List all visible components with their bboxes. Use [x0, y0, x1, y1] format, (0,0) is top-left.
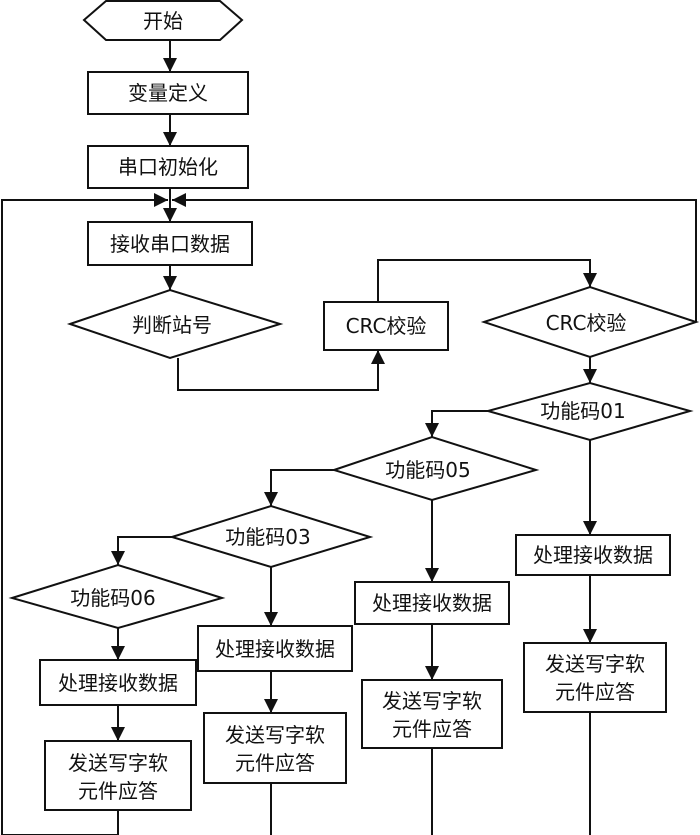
reply-label-05-line2: 元件应答: [392, 717, 472, 741]
reply-box-06: 发送写字软 元件应答: [44, 740, 192, 811]
crc-check-decision-label: CRC校验: [546, 311, 627, 335]
process-data-label-03: 处理接收数据: [215, 637, 335, 661]
crc-check-decision: CRC校验: [480, 285, 700, 359]
process-data-label-01: 处理接收数据: [533, 543, 653, 567]
reply-label-03-line2: 元件应答: [235, 751, 315, 775]
variable-definition-box: 变量定义: [87, 71, 249, 115]
arrow-crc-box-to-crc-dec: [377, 259, 597, 302]
reply-box-01: 发送写字软 元件应答: [523, 642, 667, 713]
check-station-decision: 判断站号: [66, 288, 284, 360]
serial-init-label: 串口初始化: [118, 155, 218, 179]
process-data-box-01: 处理接收数据: [515, 534, 671, 576]
reply-label-06-line2: 元件应答: [78, 779, 158, 803]
start-node: 开始: [82, 0, 244, 41]
function-code-03-decision: 功能码03: [168, 504, 374, 569]
loop-frame: [1, 199, 158, 835]
variable-definition-label: 变量定义: [128, 81, 208, 105]
start-label: 开始: [143, 9, 183, 33]
reply-label-06-line1: 发送写字软: [68, 751, 168, 775]
reply-box-05: 发送写字软 元件应答: [361, 679, 503, 749]
receive-serial-data-box: 接收串口数据: [87, 221, 253, 266]
function-code-06-decision: 功能码06: [8, 563, 226, 630]
crc-check-box-label: CRC校验: [346, 314, 427, 338]
function-code-03-label: 功能码03: [225, 525, 310, 549]
arrow-func03-to-func06: [111, 536, 172, 565]
arrow-func01-to-func05: [425, 410, 488, 437]
process-data-label-06: 处理接收数据: [58, 671, 178, 695]
serial-init-box: 串口初始化: [87, 145, 249, 189]
receive-serial-data-label: 接收串口数据: [110, 232, 230, 256]
reply-box-03: 发送写字软 元件应答: [203, 712, 347, 784]
function-code-01-label: 功能码01: [540, 399, 625, 423]
function-code-05-label: 功能码05: [385, 458, 470, 482]
function-code-01-decision: 功能码01: [484, 381, 694, 442]
reply-label-01-line2: 元件应答: [555, 680, 635, 704]
function-code-05-decision: 功能码05: [330, 435, 540, 502]
arrow-station-to-crc-box: [177, 350, 385, 391]
process-data-label-05: 处理接收数据: [372, 591, 492, 615]
process-data-box-06: 处理接收数据: [39, 659, 197, 706]
check-station-label: 判断站号: [132, 313, 212, 337]
process-data-box-05: 处理接收数据: [354, 581, 510, 625]
crc-check-box: CRC校验: [323, 301, 449, 351]
reply-label-01-line1: 发送写字软: [545, 652, 645, 676]
process-data-box-03: 处理接收数据: [197, 625, 353, 672]
function-code-06-label: 功能码06: [70, 586, 155, 610]
reply-label-05-line1: 发送写字软: [382, 689, 482, 713]
reply-label-03-line1: 发送写字软: [225, 723, 325, 747]
arrow-func05-to-func03: [264, 469, 334, 506]
loop-return-line: [182, 199, 697, 322]
